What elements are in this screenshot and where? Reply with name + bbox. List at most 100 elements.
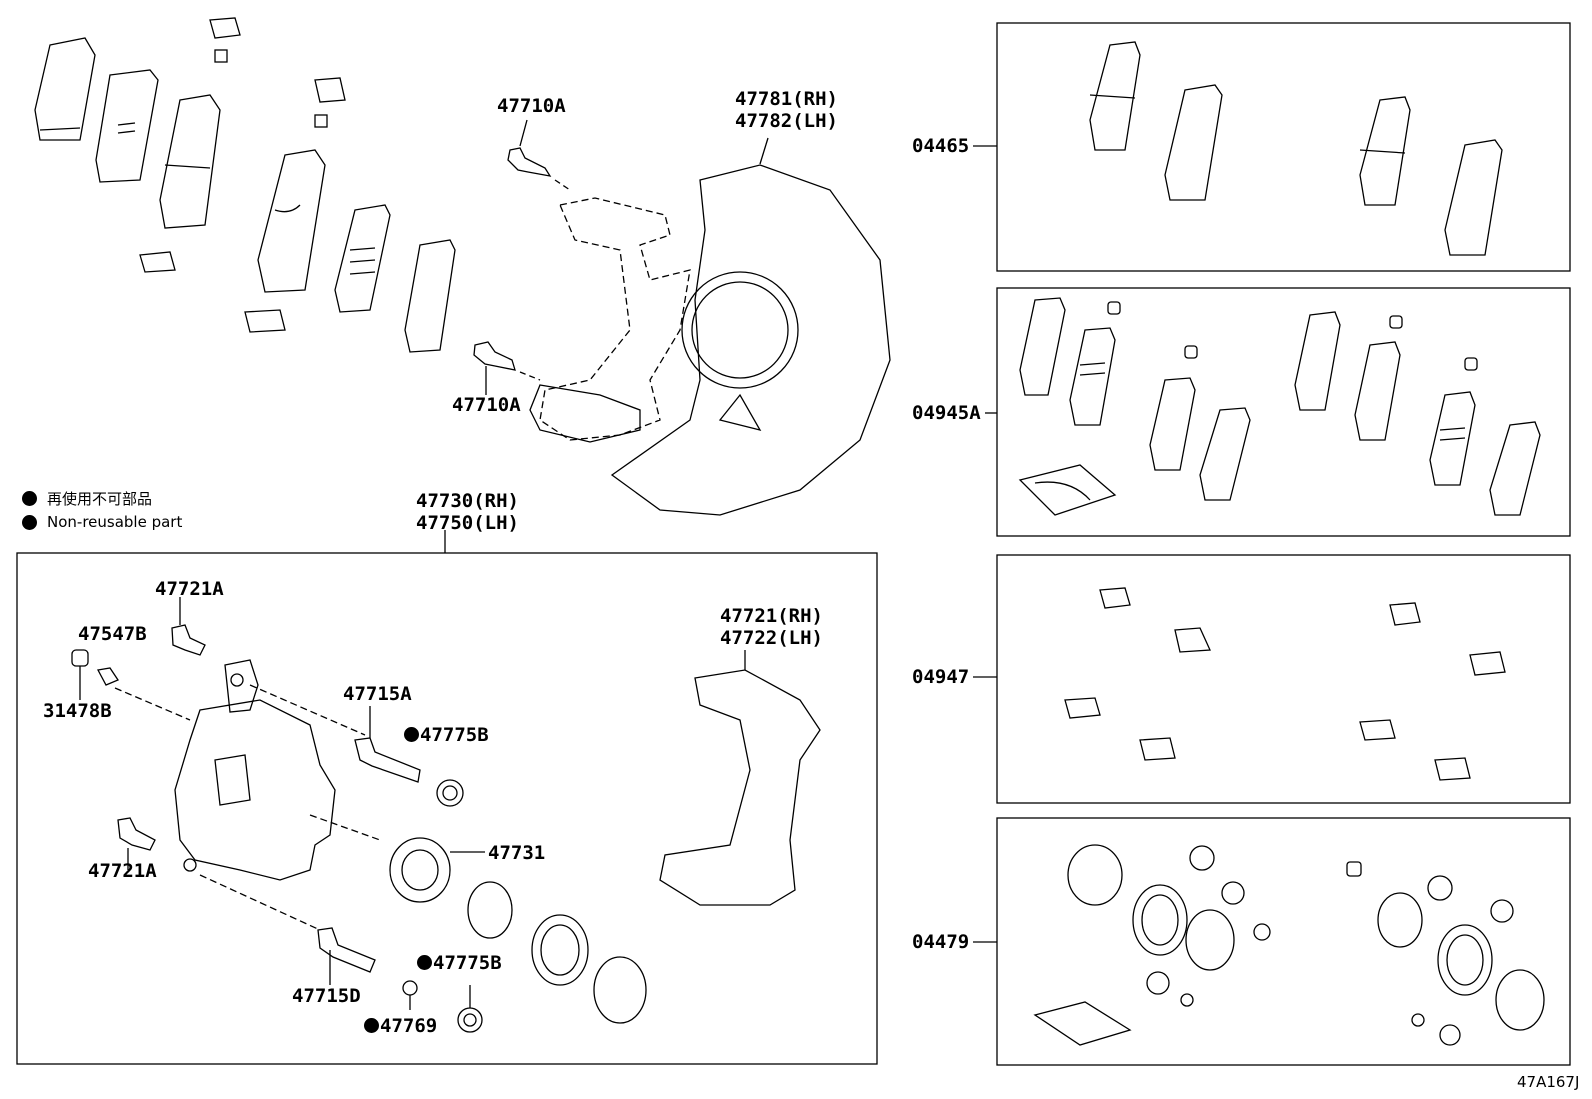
part-label-47775B-top[interactable]: 47775B [404,724,489,746]
kit-label-04479[interactable]: 04479 [912,931,970,953]
kit-04479-seals [1033,844,1545,1046]
pad-shim-inner-1 [334,204,391,313]
bolt-47721A-bottom [117,817,156,870]
kit-04945A-shim-4 [1199,407,1251,501]
kit-04945A-grease-3 [1389,315,1403,329]
kit-04947-clip-2 [1174,627,1211,653]
non-reusable-dot-icon [22,491,37,506]
part-label-47721A-bottom[interactable]: 47721A [88,860,157,882]
part-label-47721A-top[interactable]: 47721A [155,578,224,600]
kit-04947-clip-5 [1389,602,1421,626]
part-label-47722-lh[interactable]: 47722(LH) [720,627,823,649]
piston-dashed-guide [309,814,381,841]
caliper-bracket-dashed [539,197,691,441]
bleeder-47769 [402,980,418,1010]
caliper-bracket-solid-lower [529,384,641,443]
legend-non-reusable-en: Non-reusable part [22,513,182,531]
kit-04945A-shim-2 [1069,327,1116,426]
kit-04947-frame [996,554,1571,804]
part-label-47715D[interactable]: 47715D [292,985,361,1007]
part-number-text: 47775B [420,724,489,746]
slide-pin-47715D [317,927,376,985]
bleeder-dashed-guide [114,687,191,721]
kit-label-04465[interactable]: 04465 [912,135,970,157]
slide-pin-47715A [354,706,421,783]
part-label-47730-rh[interactable]: 47730(RH) [416,490,519,512]
kit-04465-pad-2 [1164,84,1223,201]
kit-04947-clip-7 [1359,719,1396,741]
part-label-47769[interactable]: 47769 [364,1015,437,1037]
legend-en-text: Non-reusable part [47,513,183,531]
bottom-dashed-guide [199,874,321,931]
kit-04945A-shim-3 [1149,377,1196,471]
kit-04945A-shim-7 [1429,391,1476,486]
bolt-47721A-top [171,597,206,656]
diagram-code: 47A167J [1517,1073,1580,1091]
anti-squeal-clip-3 [139,251,176,273]
pad-shim-outer-1 [34,37,96,141]
part-label-47721-rh[interactable]: 47721(RH) [720,605,823,627]
kit-04945A-grease-4 [1464,357,1478,371]
kit-04479-frame [996,817,1571,1066]
kit-04945A-shim-1 [1019,297,1066,396]
anti-squeal-clip-2 [314,77,346,128]
kit-04945A-grease-2 [1184,345,1198,359]
non-reusable-dot-icon [364,1018,379,1033]
bleeder-plug [97,667,119,686]
kit-04947-clip-8 [1434,757,1471,781]
pad-shim-outer-2 [95,69,159,183]
caliper-body [174,659,336,881]
part-label-47750-lh[interactable]: 47750(LH) [416,512,519,534]
anti-squeal-clip-4 [244,309,286,333]
part-label-47731[interactable]: 47731 [488,842,546,864]
non-reusable-dot-icon [417,955,432,970]
caliper-assembly-frame [16,552,878,1065]
kit-04947-clip-3 [1064,697,1101,719]
part-label-47782-lh[interactable]: 47782(LH) [735,110,838,132]
kit-04947-clip-1 [1099,587,1131,609]
kit-04947-clip-4 [1139,737,1176,761]
kit-label-04947[interactable]: 04947 [912,666,970,688]
kit-04465-frame [996,22,1571,272]
non-reusable-dot-icon [404,727,419,742]
disc-brake-dust-cover [610,137,891,516]
bleeder-cap [71,649,89,700]
kit-04945A-grease-1 [1107,301,1121,315]
part-label-47547B[interactable]: 47547B [78,623,147,645]
brake-pad-inner [257,149,326,293]
part-label-47710A-top[interactable]: 47710A [497,95,566,117]
boot-47775B-bottom [457,985,483,1033]
kit-04947-clip-6 [1469,651,1506,676]
part-number-text: 47769 [380,1015,438,1037]
kit-04945A-shim-5 [1294,311,1341,411]
part-label-47710A-bottom[interactable]: 47710A [452,394,521,416]
large-seal [593,956,647,1024]
anti-squeal-clip-1 [209,17,241,63]
bolt-top-dashed-guide [249,684,366,736]
kit-04945A-shim-6 [1354,341,1401,441]
kit-04465-pad-1 [1089,41,1141,151]
boot-47775B-top [436,779,464,807]
piston-47731 [389,837,485,903]
part-label-31478B[interactable]: 31478B [43,700,112,722]
pad-shim-inner-2 [404,239,456,353]
legend-jp-text: 再使用不可部品 [47,490,153,508]
seal-ring [467,881,513,939]
mounting-bolt-top [507,119,571,191]
kit-04465-pad-3 [1359,96,1411,206]
part-label-47715A[interactable]: 47715A [343,683,412,705]
piston-boot [531,914,589,986]
non-reusable-dot-icon [22,514,37,530]
part-label-47775B-bottom[interactable]: 47775B [417,952,502,974]
part-label-47781-rh[interactable]: 47781(RH) [735,88,838,110]
kit-04945A-frame [996,287,1571,537]
kit-04465-pad-4 [1444,139,1503,256]
kit-04945A-shim-8 [1489,421,1541,516]
kit-label-04945A[interactable]: 04945A [912,402,981,424]
part-number-text: 47775B [433,952,502,974]
legend-non-reusable-jp: 再使用不可部品 [22,488,152,509]
kit-04945A-grease-packet [1018,464,1117,516]
brake-pad-outer [159,94,221,229]
mounting-bolt-bottom [473,341,541,395]
